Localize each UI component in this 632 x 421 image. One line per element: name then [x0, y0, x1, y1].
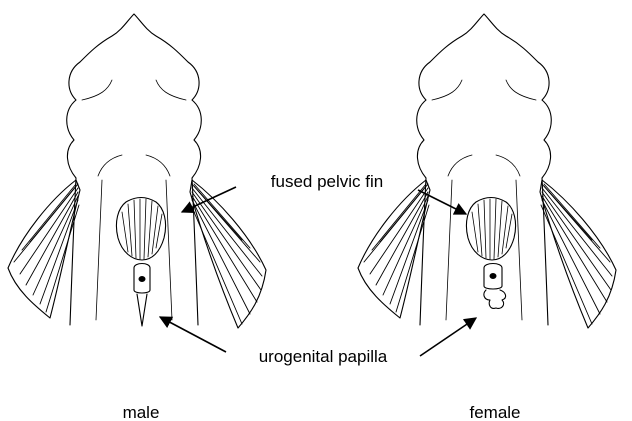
male-head-crease-right	[156, 80, 186, 100]
male-fused-pelvic-fin	[116, 198, 165, 261]
female-head-crease-left	[432, 80, 462, 100]
female-fish	[358, 14, 616, 328]
male-inner-line-left	[98, 155, 122, 176]
male-urogenital-papilla	[134, 264, 150, 327]
female-belly-line-right	[516, 180, 522, 320]
papilla-arrow-male	[160, 317, 226, 352]
female-inner-line-right	[496, 155, 520, 176]
female-inner-line-left	[448, 155, 472, 176]
male-left-pectoral-fin	[8, 180, 80, 318]
caption-male: male	[123, 403, 160, 421]
female-left-pectoral-fin	[358, 180, 430, 318]
female-head-crease-right	[506, 80, 536, 100]
male-fish	[8, 14, 266, 328]
male-belly-line-left	[96, 180, 102, 320]
female-urogenital-papilla	[484, 264, 506, 309]
female-belly-line-left	[446, 180, 452, 320]
caption-female: female	[469, 403, 520, 421]
male-head-crease-left	[82, 80, 112, 100]
female-fused-pelvic-fin	[466, 198, 515, 261]
male-inner-line-right	[146, 155, 170, 176]
female-right-pectoral-fin	[540, 180, 616, 328]
male-belly-line-right	[166, 180, 172, 320]
label-fused-pelvic-fin: fused pelvic fin	[271, 172, 383, 191]
papilla-arrow-female	[420, 318, 476, 356]
label-urogenital-papilla: urogenital papilla	[259, 347, 388, 366]
